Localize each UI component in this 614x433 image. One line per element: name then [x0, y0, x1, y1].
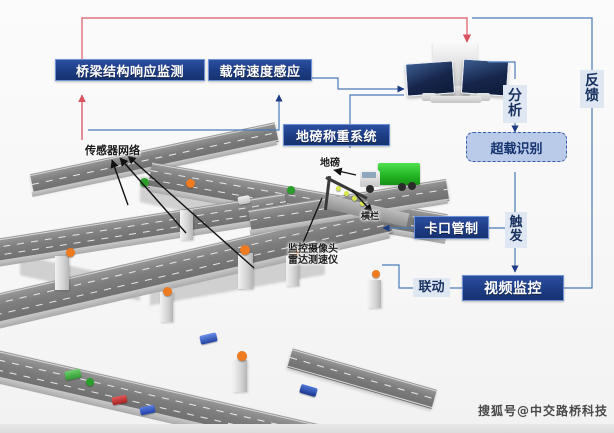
chip-char: 反 [585, 73, 599, 90]
truck-cargo-box [378, 163, 420, 185]
weigh-station-illustration [316, 160, 436, 232]
box-label: 超载识别 [490, 141, 543, 157]
watermark: 搜狐号@中交路桥科技 [477, 404, 608, 418]
control-center-computer [404, 36, 510, 114]
sensor-dot-orange [186, 179, 195, 188]
box-load-speed-sensing[interactable]: 载荷速度感应 [208, 59, 312, 81]
sensor-dot-orange [372, 270, 380, 278]
chip-trigger: 触 发 [505, 212, 527, 248]
box-video-surveillance[interactable]: 视频监控 [462, 275, 564, 301]
gantry-light [344, 191, 349, 196]
annotation-label: 横栏 [361, 212, 380, 222]
monitor-stand [422, 93, 436, 101]
box-weighbridge-weighing-system[interactable]: 地磅称重系统 [283, 124, 390, 146]
computer-base [430, 96, 482, 103]
box-label: 卡口管制 [424, 222, 479, 237]
chip-linkage: 联动 [413, 278, 450, 297]
sensor-dot-green [287, 186, 295, 194]
chip-char: 分 [508, 88, 522, 105]
annotation-sensor-network: 传感器网络 [85, 144, 140, 157]
sensor-dot-orange [290, 248, 299, 257]
box-checkpoint-control[interactable]: 卡口管制 [414, 216, 489, 239]
sensor-dot-orange [237, 351, 247, 361]
truck-wheel [366, 185, 374, 193]
annotation-line-2: 雷达测速仪 [288, 255, 338, 266]
annotation-weighbridge: 地磅 [320, 158, 340, 169]
truck-windshield [362, 172, 376, 178]
vehicle-blue [199, 332, 218, 345]
sensor-dot-orange [66, 248, 75, 257]
sensor-dot-orange [163, 287, 172, 296]
truck-wheel [398, 183, 406, 191]
road-bottom-right [287, 348, 437, 409]
annotation-line-1: 监控摄像头 [288, 244, 338, 255]
bottom-strip [0, 424, 614, 433]
bridge-pillar [55, 256, 69, 290]
gantry-light [360, 201, 365, 206]
bridge-pillar [180, 210, 193, 240]
bridge-pillar [368, 280, 381, 308]
chip-char: 发 [509, 229, 523, 244]
annotation-label: 地磅 [320, 158, 340, 169]
box-label: 视频监控 [484, 281, 542, 297]
gantry-light [336, 186, 341, 191]
bridge-pillar [160, 292, 173, 322]
monitor-left [404, 60, 456, 97]
sensor-dot-green [86, 378, 94, 386]
box-label: 地磅称重系统 [295, 129, 377, 145]
box-bridge-structure-response-monitoring[interactable]: 桥梁结构响应监测 [55, 59, 205, 81]
annotation-label: 传感器网络 [85, 144, 140, 157]
chip-char: 触 [509, 215, 523, 231]
chip-char: 馈 [585, 88, 599, 104]
chip-analysis: 分 析 [503, 85, 527, 123]
annotation-barrier-gate: 横栏 [361, 212, 380, 223]
bridge-pillar [238, 253, 253, 289]
truck-wheel [408, 182, 416, 190]
chip-feedback: 反 馈 [580, 70, 604, 108]
monitor-right [460, 58, 510, 97]
chip-label: 联动 [418, 279, 445, 295]
annotation-camera-radar: 监控摄像头 雷达测速仪 [288, 244, 338, 266]
sensor-dot-green [140, 178, 149, 187]
bridge-pillar [286, 256, 299, 286]
box-label: 桥梁结构响应监测 [75, 64, 184, 80]
box-overload-identification[interactable]: 超载识别 [466, 132, 567, 162]
bridge-pillar [233, 360, 247, 392]
chip-char: 析 [508, 103, 522, 119]
sensor-dot-orange [240, 245, 250, 255]
gantry-light [352, 196, 357, 201]
box-label: 载荷速度感应 [219, 64, 301, 80]
vehicle-blue [299, 383, 318, 398]
